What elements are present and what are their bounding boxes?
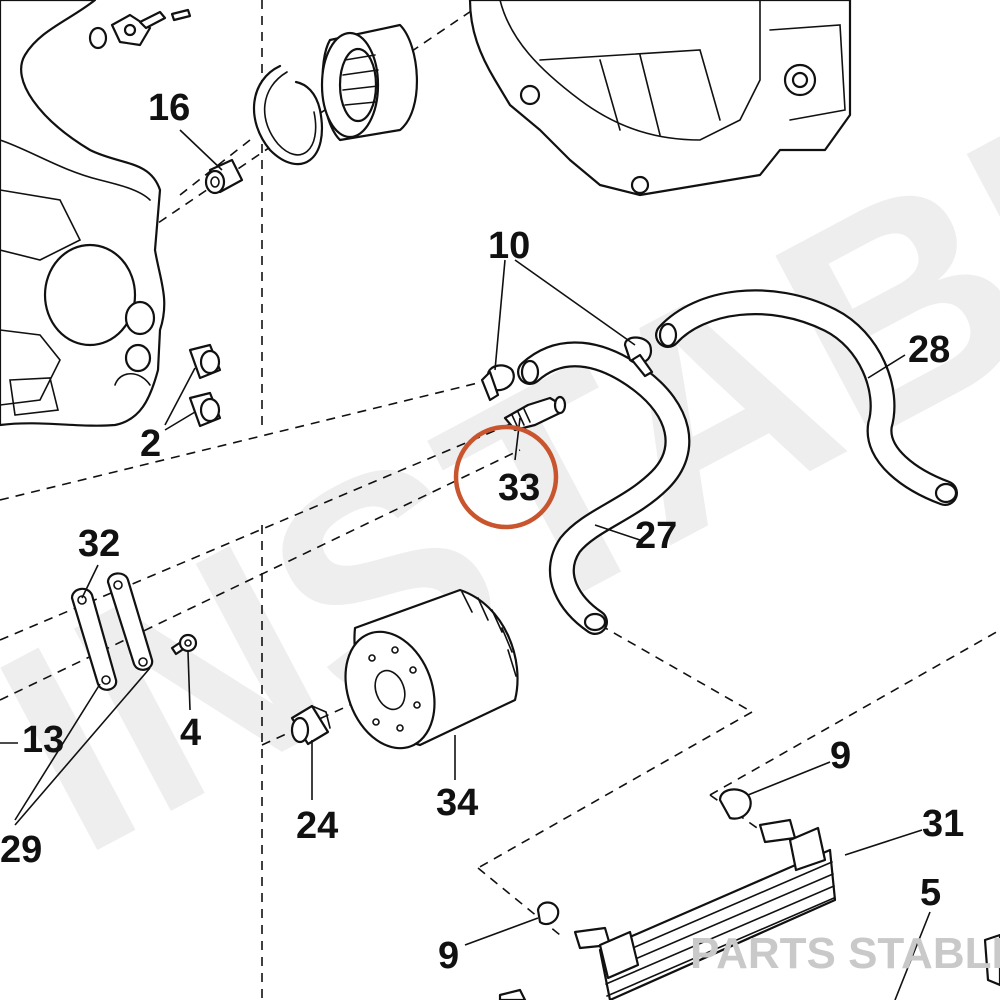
links [70,572,154,691]
callout-2: 2 [140,423,161,465]
callout-13: 13 [22,719,64,761]
oil-hoses [517,289,958,635]
callout-32: 32 [78,523,120,565]
hose-clamps [480,336,654,402]
snap-ring [252,64,323,166]
leader-lines [0,129,931,1000]
callout-34: 34 [436,782,478,824]
callout-4: 4 [180,712,201,754]
callout-5: 5 [920,872,941,914]
callout-29: 29 [0,829,42,871]
engine-case-right [468,0,852,197]
callout-10: 10 [488,225,530,267]
callout-33: 33 [498,467,540,509]
callout-labels: 16 10 28 2 33 27 32 13 4 29 24 34 9 31 5… [0,87,964,977]
callout-16: 16 [148,87,190,129]
callout-28: 28 [908,329,950,371]
callout-31: 31 [922,803,964,845]
engine-case-left [0,0,166,427]
highlight-circle [453,424,559,530]
callout-24: 24 [296,805,338,847]
callout-9-lower: 9 [438,935,459,977]
top-small-parts [88,8,192,50]
screw [170,633,198,656]
bearing [320,23,418,142]
dowel-pin [204,158,244,195]
plugs [188,343,222,428]
callout-9-upper: 9 [830,735,851,777]
cooler-clamps [536,788,752,926]
watermark-small-text: PARTS STABLE [690,929,1000,978]
oil-filter [344,588,519,750]
callout-27: 27 [635,515,677,557]
oil-cooler [498,818,1000,1000]
filter-nipple [290,704,331,746]
